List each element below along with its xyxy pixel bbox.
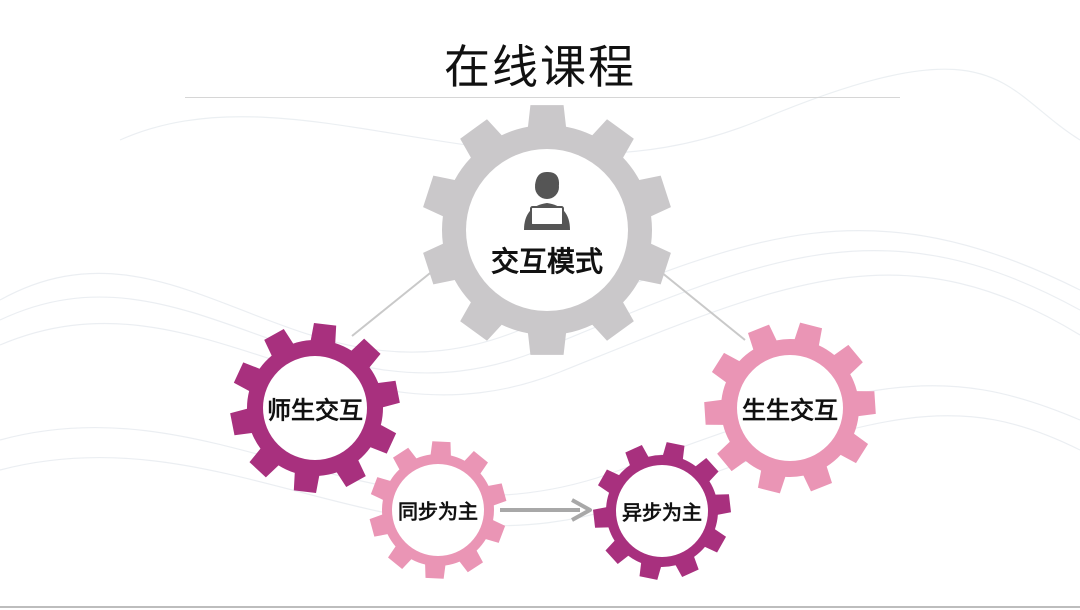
gear-teacher-student-hole [263,356,367,460]
page-title: 在线课程 [444,40,636,94]
background-waves [0,68,1080,527]
title-divider [185,97,900,98]
gear-asynchronous-hole [616,465,708,557]
gear-student-student-hole [737,355,843,461]
center-gear-label: 交互模式 [490,245,604,278]
gear-synchronous-label: 同步为主 [398,499,478,524]
gear-teacher-student-label: 师生交互 [267,396,363,425]
sync-to-async-arrow [500,498,592,522]
gear-synchronous-hole [392,464,484,556]
bottom-divider [0,606,1080,608]
gear-student-student-label: 生生交互 [742,396,838,425]
gear-asynchronous-label: 异步为主 [622,500,702,525]
user-laptop-icon [524,171,570,230]
